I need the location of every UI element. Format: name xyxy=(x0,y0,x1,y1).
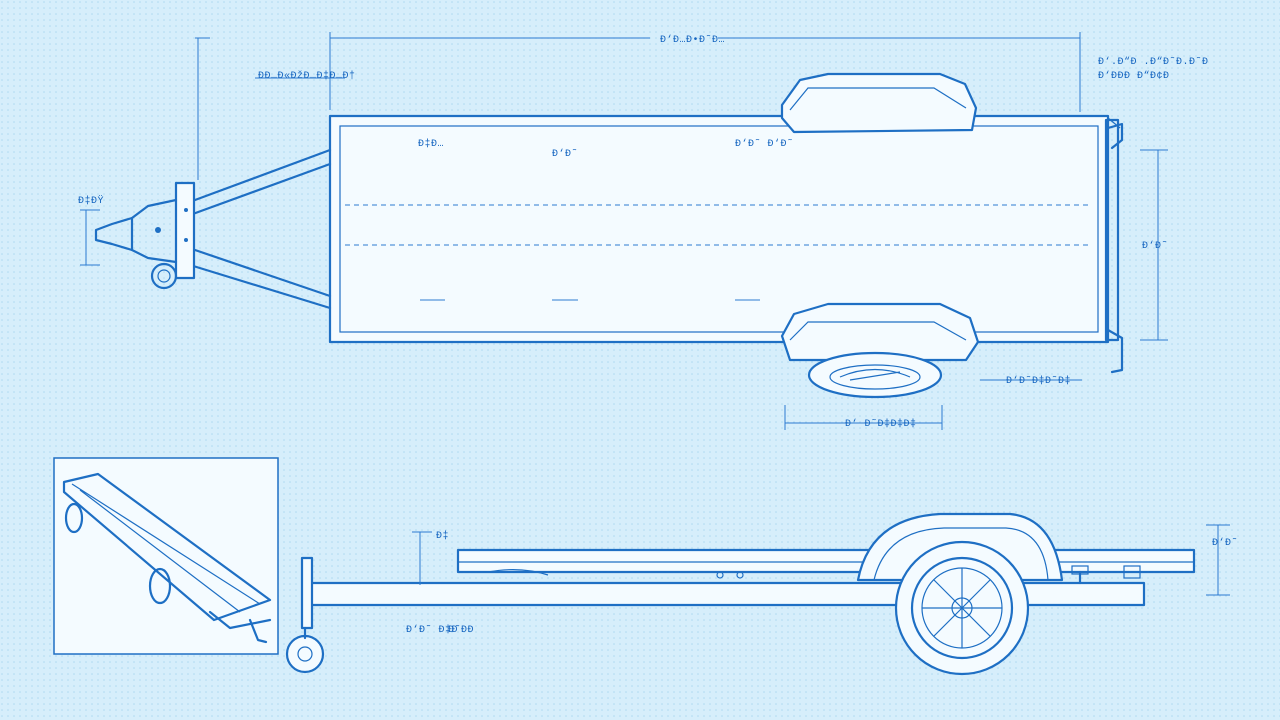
side-note-label-2: Ð˜ÐÐ xyxy=(448,624,474,636)
wheel-span-label: Ð‘ Ð˜Ð‡Ð‡Ð‡ xyxy=(845,418,917,430)
top-fender-upper xyxy=(780,72,978,134)
width-label: Ð‘Ð˜ xyxy=(1142,240,1168,252)
deck-mark-3: Ð‘Ð˜ Ð‘Ð˜ xyxy=(735,138,794,150)
wheel-span-dimension: Ð‘ Ð˜Ð‡Ð‡Ð‡ xyxy=(784,405,943,430)
fender-offset-label: Ð‘Ð˜Ð‡Ð˜Ð‡ xyxy=(1006,375,1071,387)
deck-height-label: Ð‡ xyxy=(436,530,449,542)
top-wheel xyxy=(807,351,943,399)
deck-mark-2: Ð‘Ð˜ xyxy=(552,148,578,160)
width-dimension: Ð‘Ð˜ xyxy=(1140,149,1168,341)
side-dimensions: Ð‡ Ð‘Ð˜ Ð‘Ð˜ Ð‡Ð Ð˜ÐÐ xyxy=(406,524,1238,636)
overall-length-label: Ð‘Ð…Ð•Ð˜Ð… xyxy=(660,34,725,46)
hitch-offset-label: ÐÐ…Ð«ÐžÐ…Ð‡Ð…Ð† xyxy=(258,70,356,82)
spec-label-1: Ð‘.Ð“Ð .Ð“Ð˜Ð.Ð˜Ð xyxy=(1098,56,1209,68)
side-wheel xyxy=(894,540,1030,676)
hitch-offset-dimension: ÐÐ…Ð«ÐžÐ…Ð‡Ð…Ð† xyxy=(255,70,356,82)
right-dim-label: Ð‘Ð˜ xyxy=(1212,537,1238,549)
deck-markings: Ð‡Ð… Ð‘Ð˜ Ð‘Ð˜ Ð‘Ð˜ xyxy=(418,138,794,301)
side-details xyxy=(487,565,1141,579)
tongue-a-frame xyxy=(94,148,332,310)
deck-mark-1: Ð‡Ð… xyxy=(418,138,444,150)
overall-length-dimension: Ð‘Ð…Ð•Ð˜Ð… xyxy=(195,32,1081,180)
side-jack xyxy=(285,556,325,674)
perspective-inset xyxy=(53,457,279,655)
side-view: Ð‡ Ð‘Ð˜ Ð‘Ð˜ Ð‡Ð Ð˜ÐÐ xyxy=(285,512,1238,676)
fender-offset-dimension: Ð‘Ð˜Ð‡Ð˜Ð‡ xyxy=(980,375,1082,387)
left-hitch-dimension xyxy=(80,209,100,266)
spec-label-2: Ð‘ÐÐÐ Ð“Ð¢Ð xyxy=(1098,70,1170,82)
deck-frame xyxy=(328,114,1124,374)
top-view: Ð‘Ð…Ð•Ð˜Ð… ÐÐ…Ð«ÐžÐ…Ð‡Ð…Ð† Ð‘.Ð“Ð .Ð“Ð˜Ð… xyxy=(78,32,1209,430)
side-note-label: Ð‘Ð˜ Ð‡Ð xyxy=(406,624,458,636)
left-hitch-label: Ð‡ÐŸ xyxy=(78,194,104,207)
top-fender-lower xyxy=(780,302,980,362)
